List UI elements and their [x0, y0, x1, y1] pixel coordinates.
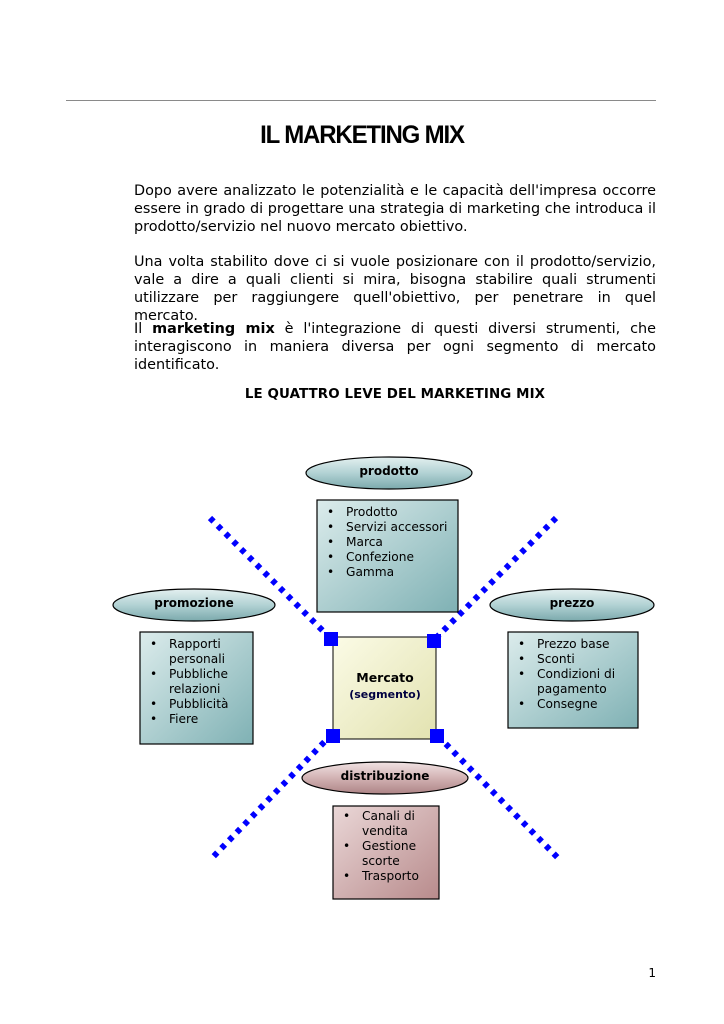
prodotto-list: Prodotto Servizi accessori Marca Confezi…: [324, 505, 456, 580]
list-item: Gestione scorte: [340, 839, 436, 869]
header-rule: [66, 100, 656, 101]
list-item: Gamma: [324, 565, 456, 580]
list-item: Rapporti personali: [147, 637, 251, 667]
paragraph-definition: Il marketing mix è l'integrazione di que…: [134, 320, 656, 374]
list-item: Marca: [324, 535, 456, 550]
list-item: Fiere: [147, 712, 251, 727]
promozione-list: Rapporti personali Pubbliche relazioni P…: [147, 637, 251, 727]
promozione-label: promozione: [154, 596, 234, 610]
list-item: Confezione: [324, 550, 456, 565]
definition-lead: Il: [134, 321, 143, 337]
list-item: Condizioni di pagamento: [515, 667, 637, 697]
paragraph-intro: Dopo avere analizzato le potenzialità e …: [134, 183, 656, 235]
dotted-diagonals: [207, 515, 561, 861]
definition-term: marketing mix: [152, 321, 275, 337]
list-item: Prodotto: [324, 505, 456, 520]
diagram-subtitle: LE QUATTRO LEVE DEL MARKETING MIX: [244, 387, 546, 402]
segmento-label: (segmento): [349, 688, 421, 701]
prezzo-label: prezzo: [549, 596, 595, 610]
corner-squares: [324, 632, 444, 743]
prezzo-list: Prezzo base Sconti Condizioni di pagamen…: [515, 637, 637, 712]
prezzo-ellipse: [489, 588, 655, 622]
list-item: Consegne: [515, 697, 637, 712]
paragraph-positioning: Una volta stabilito dove ci si vuole pos…: [134, 254, 656, 324]
prodotto-ellipse: [305, 456, 473, 490]
list-item: Prezzo base: [515, 637, 637, 652]
list-item: Trasporto: [340, 869, 436, 884]
definition-rest: è l'integrazione di questi diversi strum…: [134, 321, 657, 373]
promozione-ellipse: [112, 588, 276, 622]
distribuzione-list: Canali di vendita Gestione scorte Traspo…: [340, 809, 436, 884]
page-title: IL MARKETING MIX: [260, 121, 465, 149]
distribuzione-ellipse: [301, 761, 469, 795]
list-item: Pubbliche relazioni: [147, 667, 251, 697]
distribuzione-label: distribuzione: [340, 769, 430, 783]
list-item: Canali di vendita: [340, 809, 436, 839]
mercato-label: Mercato: [356, 670, 414, 685]
list-item: Sconti: [515, 652, 637, 667]
page-number: 1: [648, 966, 656, 980]
mercato-label-group: Mercato (segmento): [334, 670, 436, 701]
prodotto-label: prodotto: [359, 464, 419, 478]
list-item: Pubblicità: [147, 697, 251, 712]
list-item: Servizi accessori: [324, 520, 456, 535]
mercato-box: [332, 636, 437, 740]
